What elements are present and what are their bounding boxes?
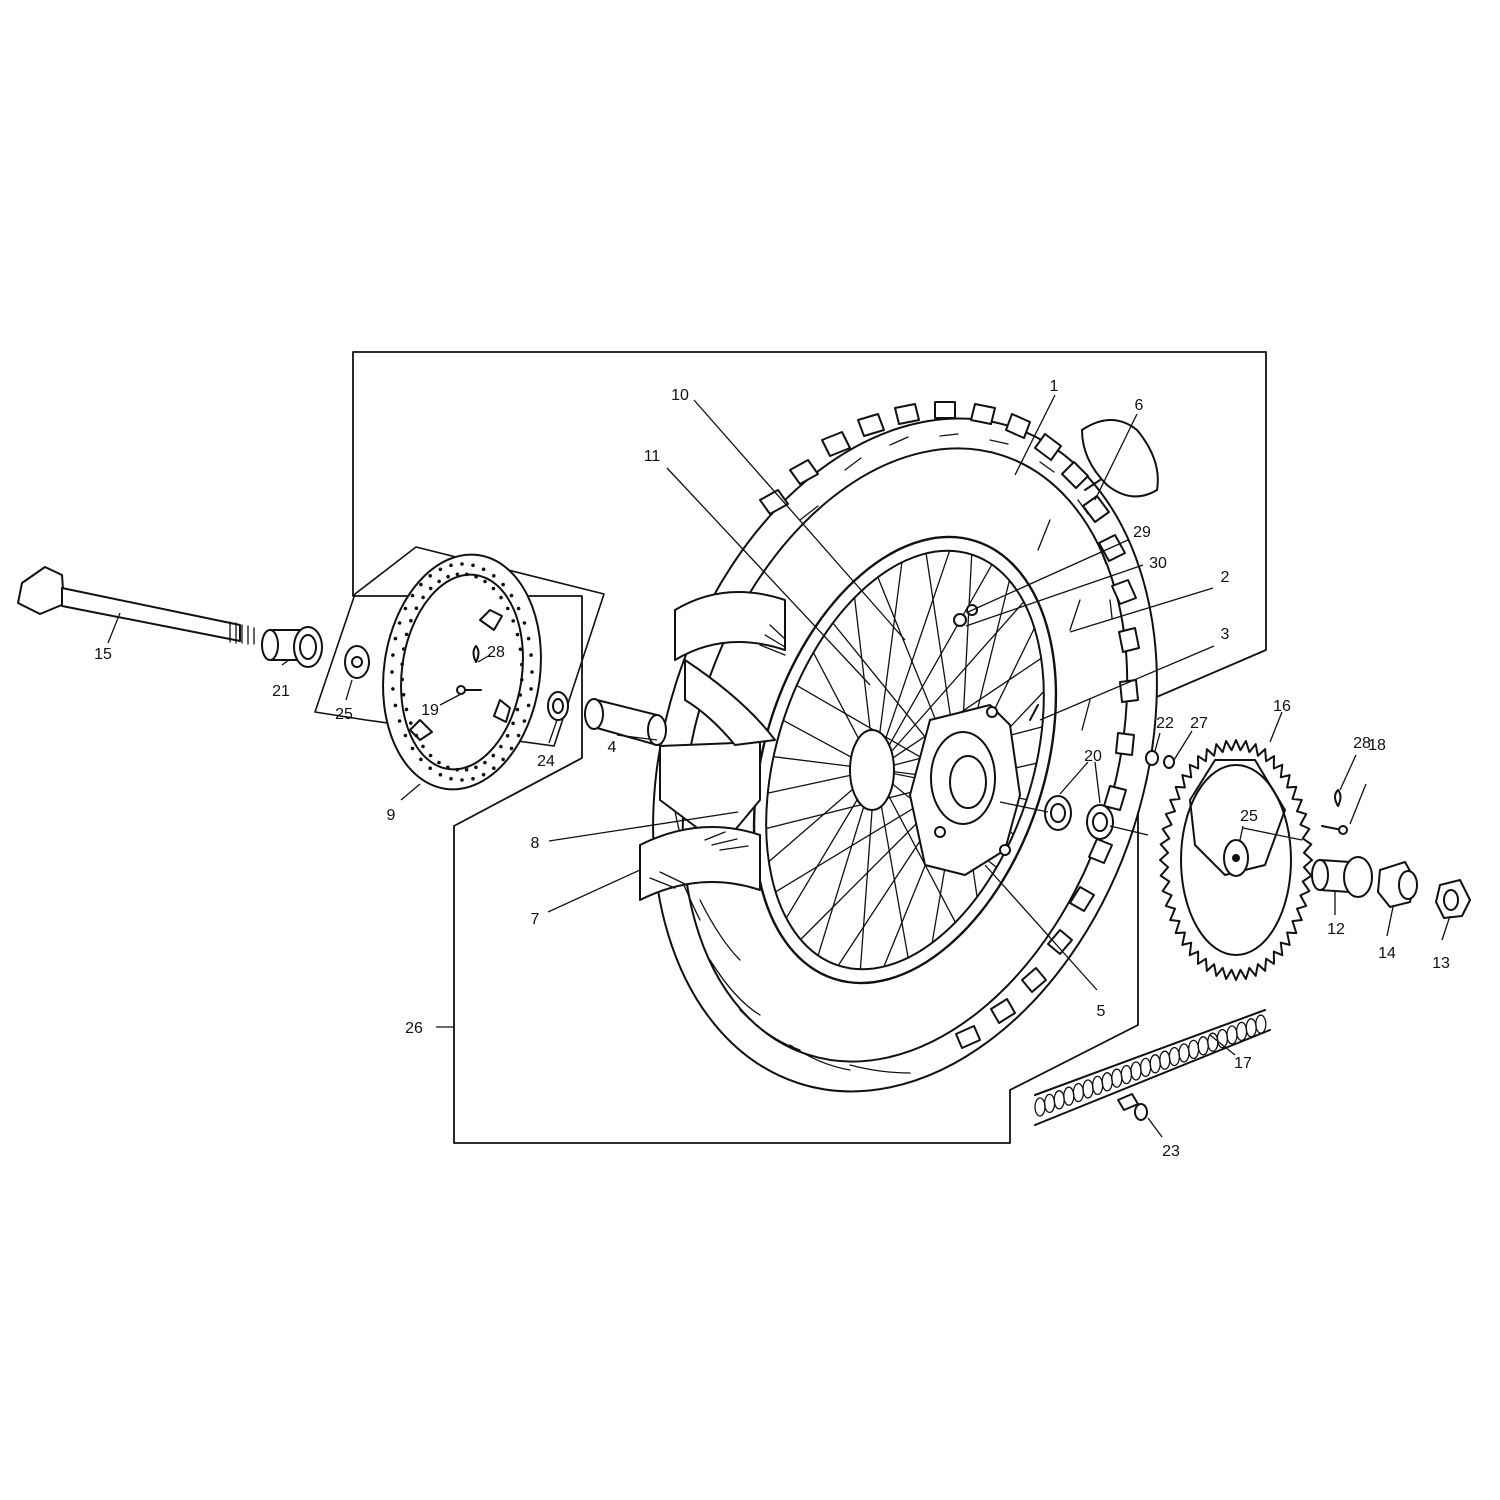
callout-26: 26: [405, 1020, 423, 1037]
callout-14: 14: [1378, 945, 1396, 962]
callout-3: 3: [1221, 626, 1230, 643]
sprocket: [1159, 739, 1313, 981]
callout-7: 7: [531, 911, 540, 928]
valve: [1029, 704, 1039, 721]
callout-16: 16: [1273, 698, 1291, 715]
callout-30: 30: [1149, 555, 1167, 572]
callout-24: 24: [537, 753, 555, 770]
callout-17: 17: [1234, 1055, 1252, 1072]
callout-2: 2: [1221, 569, 1230, 586]
chain-master-link: [1117, 1093, 1148, 1121]
callout-28-left: 28: [487, 644, 505, 661]
callout-22: 22: [1156, 715, 1174, 732]
callout-10: 10: [671, 387, 689, 404]
callout-12: 12: [1327, 921, 1345, 938]
nut-14: [1377, 861, 1418, 908]
bush-right: [1311, 856, 1373, 898]
callout-20: 20: [1084, 748, 1102, 765]
spacer: [584, 698, 667, 746]
callout-labels: 1 2 3 4 5 6 7 8 9 10 11 12 13 14 15 16 1…: [94, 378, 1450, 1160]
drive-chain: [1034, 1009, 1271, 1126]
callout-6: 6: [1135, 397, 1144, 414]
callout-15: 15: [94, 646, 112, 663]
callout-11: 11: [644, 448, 661, 465]
callout-9: 9: [387, 807, 396, 824]
bearings-20: [1044, 795, 1114, 840]
assembly-boundary: [352, 351, 1267, 1144]
cap-13: [1435, 879, 1471, 919]
callout-27: 27: [1190, 715, 1208, 732]
flange-left: [344, 645, 370, 679]
seal-24: [547, 691, 569, 721]
tube-bands: [639, 591, 786, 901]
drop-28-right: [1334, 789, 1342, 807]
bolt-19: [456, 685, 482, 695]
brake-disc: [382, 553, 542, 791]
callout-21: 21: [272, 683, 290, 700]
callout-8: 8: [531, 835, 540, 852]
callout-1: 1: [1050, 378, 1059, 395]
callout-5: 5: [1097, 1003, 1106, 1020]
callout-4: 4: [608, 739, 617, 756]
callout-18: 18: [1368, 737, 1386, 754]
bolt-18: [1321, 825, 1348, 835]
hub: [849, 704, 1021, 876]
callout-29: 29: [1133, 524, 1151, 541]
callout-25-right: 25: [1240, 808, 1258, 825]
leader-lines: [107, 394, 1451, 1138]
valve-cap-6: [1081, 419, 1159, 498]
washer-27: [1163, 755, 1175, 769]
callout-13: 13: [1432, 955, 1450, 972]
wheel-spindle: [17, 566, 255, 645]
callout-25-left: 25: [335, 706, 353, 723]
brake-disc-boundary: [314, 546, 605, 747]
nut-22: [1145, 750, 1159, 766]
callout-19: 19: [421, 702, 439, 719]
drop-28-left: [472, 645, 480, 663]
callout-23: 23: [1162, 1143, 1180, 1160]
bush-left: [261, 626, 323, 668]
callout-28-right: 28: [1353, 735, 1371, 752]
